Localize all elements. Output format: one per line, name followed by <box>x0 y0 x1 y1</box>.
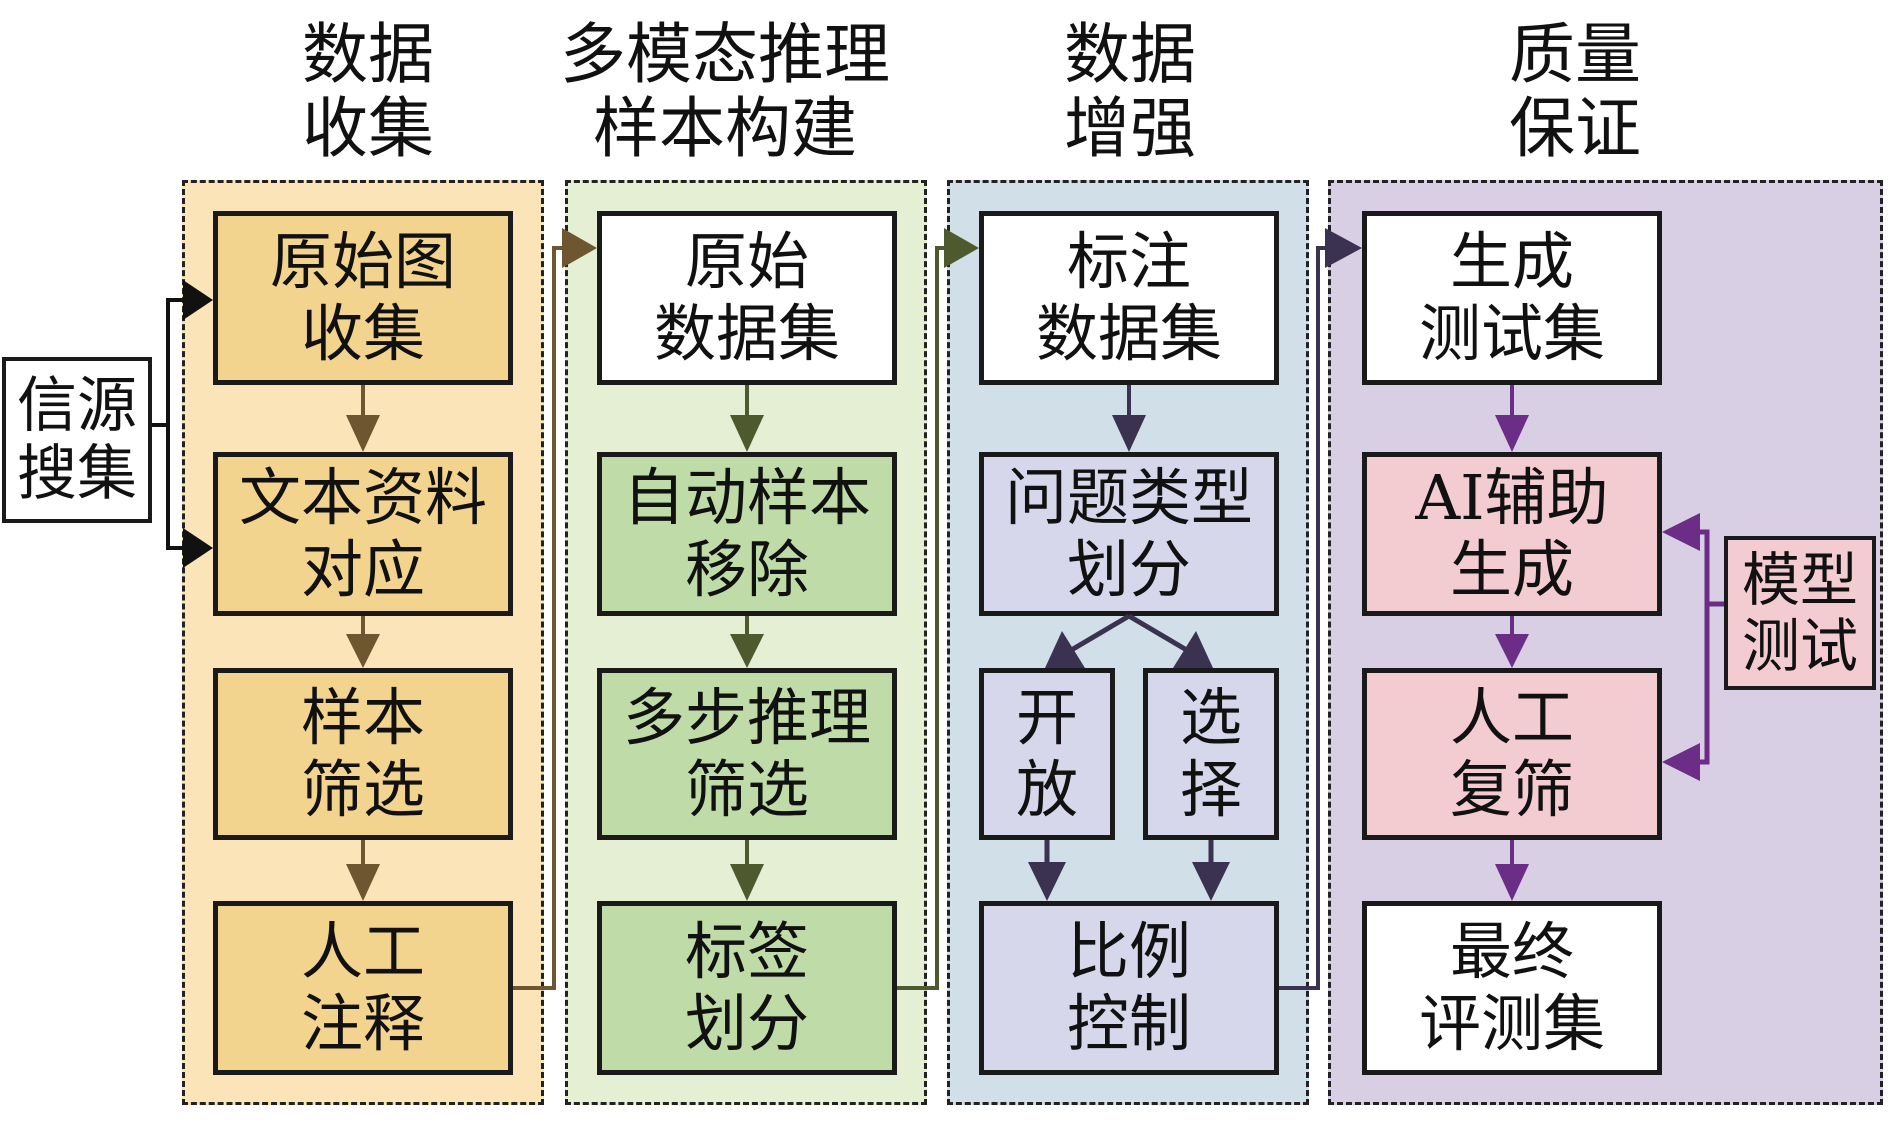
source-collection-box: 信源 搜集 <box>2 357 152 523</box>
box-label: 多步推理 筛选 <box>622 681 871 826</box>
box-ratio-control: 比例 控制 <box>979 901 1279 1075</box>
stage-title-sample-construction: 多模态推理 样本构建 <box>560 16 890 167</box>
box-label: 自动样本 移除 <box>622 461 871 606</box>
box-label: 比例 控制 <box>1066 915 1191 1060</box>
box-label: 人工 注释 <box>300 915 425 1060</box>
box-label: 选 择 <box>1179 681 1242 826</box>
box-raw-image-collection: 原始图 收集 <box>213 211 513 385</box>
box-label: 问题类型 划分 <box>1004 461 1253 606</box>
box-label: 开 放 <box>1015 681 1078 826</box>
box-model-testing: 模型 测试 <box>1724 536 1876 690</box>
box-label: AI辅助 生成 <box>1415 461 1609 606</box>
box-multiple-choice: 选 择 <box>1143 668 1279 840</box>
box-multistep-reasoning-filter: 多步推理 筛选 <box>597 668 897 840</box>
box-label: 样本 筛选 <box>300 681 425 826</box>
box-manual-annotation: 人工 注释 <box>213 901 513 1075</box>
box-label: 模型 测试 <box>1741 546 1858 680</box>
box-label-partition: 标签 划分 <box>597 901 897 1075</box>
stage-title-data-augmentation: 数据 增强 <box>1064 16 1196 167</box>
box-raw-dataset: 原始 数据集 <box>597 211 897 385</box>
box-label: 标注 数据集 <box>1035 225 1222 370</box>
box-annotated-dataset: 标注 数据集 <box>979 211 1279 385</box>
box-generate-test-set: 生成 测试集 <box>1362 211 1662 385</box>
box-question-type-partition: 问题类型 划分 <box>979 452 1279 616</box>
box-label: 生成 测试集 <box>1418 225 1605 370</box>
stage-title-quality-assurance: 质量 保证 <box>1509 16 1641 167</box>
box-label: 文本资料 对应 <box>238 461 487 606</box>
box-label: 最终 评测集 <box>1418 915 1605 1060</box>
box-manual-rescreening: 人工 复筛 <box>1362 668 1662 840</box>
source-collection-label: 信源 搜集 <box>17 371 137 509</box>
box-open-ended: 开 放 <box>979 668 1115 840</box>
box-label: 标签 划分 <box>684 915 809 1060</box>
box-label: 人工 复筛 <box>1449 681 1574 826</box>
box-automatic-sample-removal: 自动样本 移除 <box>597 452 897 616</box>
box-label: 原始 数据集 <box>653 225 840 370</box>
box-ai-assisted-generation: AI辅助 生成 <box>1362 452 1662 616</box>
stage-title-data-collection: 数据 收集 <box>302 16 434 167</box>
box-final-evaluation-set: 最终 评测集 <box>1362 901 1662 1075</box>
box-text-material-matching: 文本资料 对应 <box>213 452 513 616</box>
box-label: 原始图 收集 <box>269 225 456 370</box>
box-sample-filtering: 样本 筛选 <box>213 668 513 840</box>
